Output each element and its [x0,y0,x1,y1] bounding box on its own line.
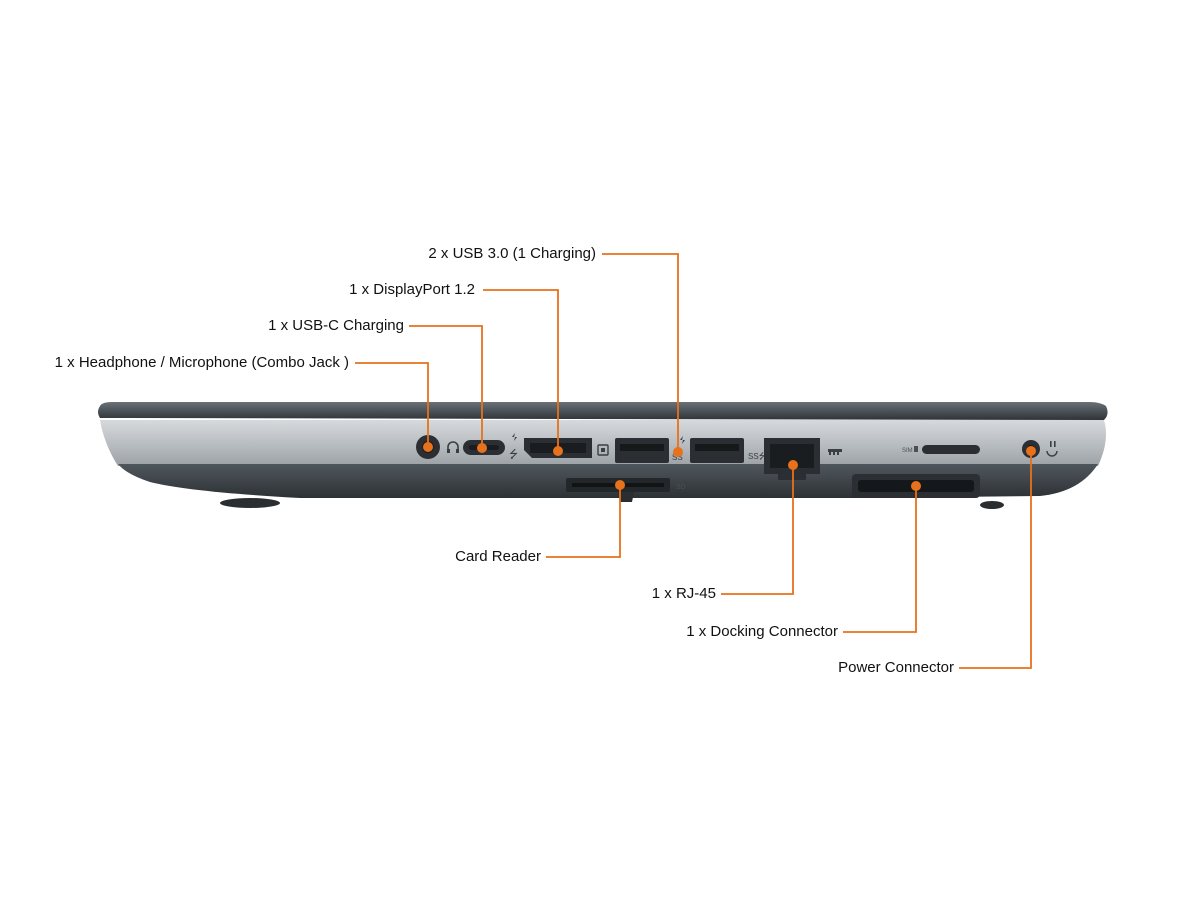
sim-card-slot [922,445,980,454]
callout-dot-headphone [423,442,433,452]
label-displayport: 1 x DisplayPort 1.2 [349,281,475,298]
callout-dot-docking [911,481,921,491]
usb-superspeed-icon: SS [672,436,685,462]
sim-icon: SIM [902,446,918,454]
usb3-port-2-tongue [695,444,739,451]
callout-line-card-reader [546,485,621,558]
usb-superspeed-label-icon: SS⭍ [748,452,766,461]
callout-dot-usbc [477,443,487,453]
label-usb3: 2 x USB 3.0 (1 Charging) [428,245,596,262]
callout-line-displayport [483,289,559,451]
label-usbc: 1 x USB-C Charging [268,317,404,334]
headphone-icon [447,441,459,453]
usb3-port-1-tongue [620,444,664,451]
callout-line-headphone [355,362,429,447]
svg-text:⭍: ⭍ [509,448,518,461]
callout-line-usb3 [602,253,679,452]
callout-dot-card-reader [615,480,625,490]
laptop-lid [98,402,1108,420]
usb-icon: ⭍ [509,433,518,461]
callout-line-usbc [409,325,483,448]
label-rj45: 1 x RJ-45 [651,585,716,602]
laptop-foot-left [220,498,280,508]
callout-dot-rj45 [788,460,798,470]
callout-dot-power [1026,446,1036,456]
label-headphone: 1 x Headphone / Microphone (Combo Jack ) [54,354,349,371]
ethernet-icon [828,449,842,455]
callout-line-power [959,451,1032,669]
laptop-side-panel [100,420,1106,466]
power-icon [1046,441,1058,457]
callout-line-docking [843,486,917,633]
callout-dot-displayport [553,446,563,456]
displayport-icon [597,444,609,456]
label-docking: 1 x Docking Connector [686,623,838,640]
svg-text:SS: SS [672,453,683,462]
label-power: Power Connector [838,659,954,676]
sd-icon: SD [676,484,686,491]
svg-text:SIM: SIM [902,448,913,454]
callout-dot-usb3 [673,447,683,457]
callout-line-rj45 [721,465,794,595]
laptop-foot-right [980,501,1004,509]
label-card-reader: Card Reader [455,548,541,565]
card-reader-tab [618,492,634,502]
